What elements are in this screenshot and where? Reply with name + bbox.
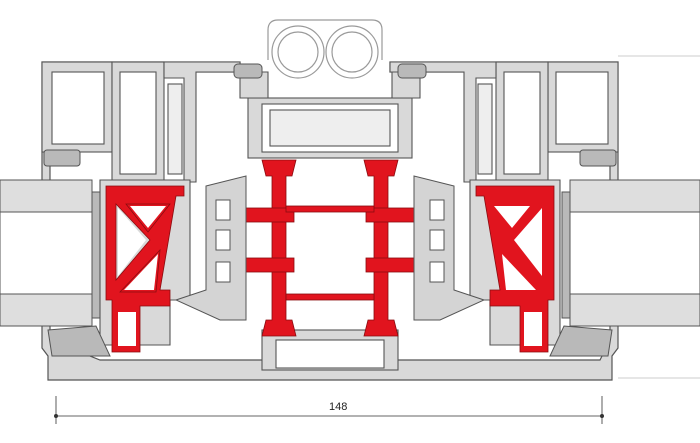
right-sash: [469, 179, 561, 353]
left-glazing: [0, 179, 101, 327]
right-glazing: [561, 179, 700, 327]
left-sash: [99, 179, 191, 353]
seals: [43, 63, 617, 357]
centre-thermal-break: [243, 159, 417, 337]
dimension-line: [54, 55, 700, 424]
top-interlock-gaskets: [267, 19, 383, 79]
centre-gaskets: [174, 175, 486, 321]
right-frame-chambers: [389, 61, 619, 183]
width-dimension-label: 148: [329, 401, 347, 413]
centre-mullion: [239, 71, 421, 371]
